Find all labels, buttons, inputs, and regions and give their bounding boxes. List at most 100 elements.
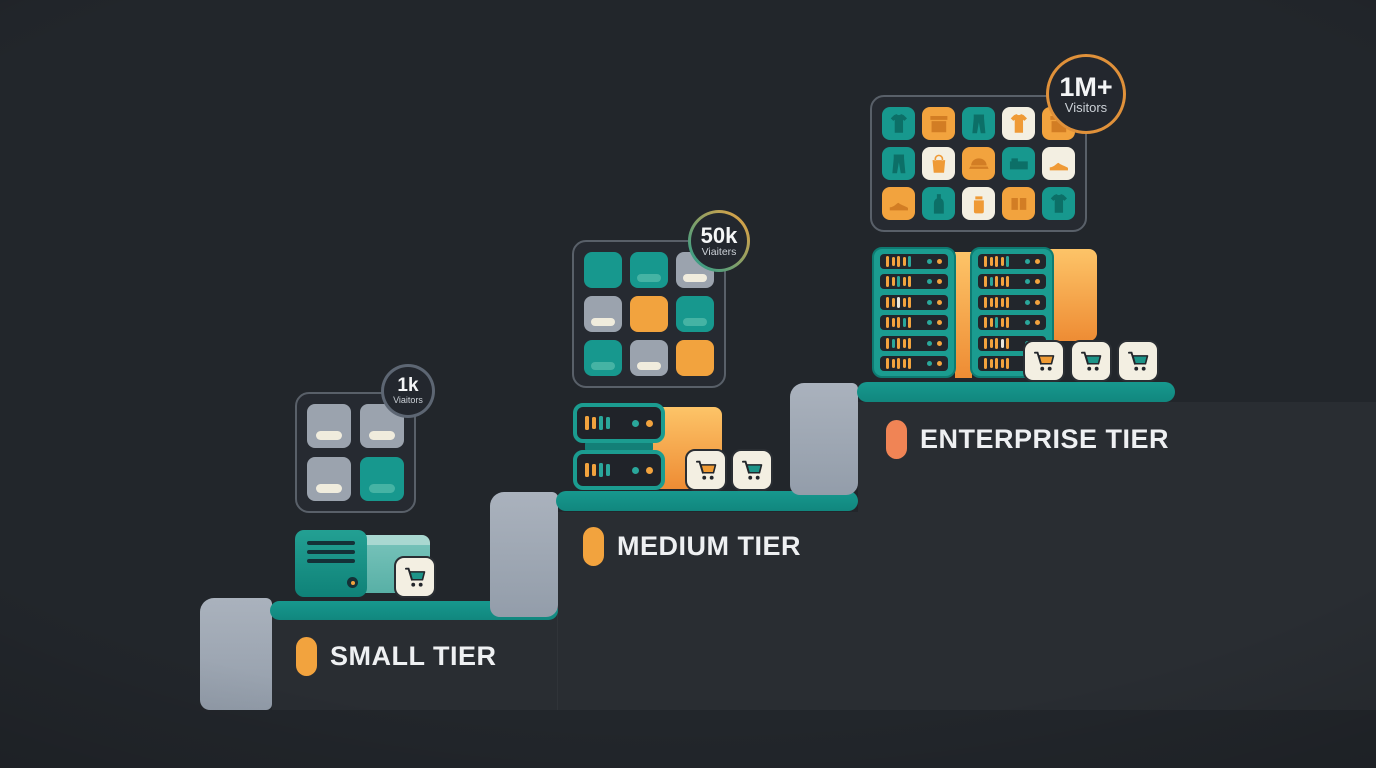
led-indicator <box>1000 277 1004 287</box>
product-tile <box>962 107 995 140</box>
led-indicator <box>891 358 895 368</box>
led-indicator <box>886 357 889 369</box>
shoe-icon <box>1049 162 1068 171</box>
visitors-count: 50k <box>700 222 738 248</box>
led-indicator <box>989 318 993 328</box>
visitors-unit: Viaitors <box>393 395 423 406</box>
led-indicator <box>585 416 589 430</box>
product-tile <box>584 340 622 376</box>
led-indicator <box>984 296 987 308</box>
led-indicator <box>891 318 895 328</box>
step-riser-medium <box>490 492 558 617</box>
led-indicator <box>891 257 895 266</box>
led-indicator <box>886 317 889 329</box>
led-indicator <box>995 256 998 267</box>
led-indicator <box>995 317 998 329</box>
server-rack-icon <box>872 247 956 378</box>
status-dot <box>926 299 932 305</box>
led-indicator <box>995 337 998 349</box>
product-tile <box>962 147 995 180</box>
shopping-cart-icon <box>731 449 773 491</box>
led-indicator <box>897 256 900 267</box>
server-stack-connector <box>585 441 653 452</box>
led-indicator <box>1006 296 1009 308</box>
status-dot <box>1035 279 1040 285</box>
product-tile <box>882 147 915 180</box>
status-dot <box>1035 259 1040 264</box>
product-tile <box>630 340 668 376</box>
led-indicator <box>606 417 610 429</box>
server-unit <box>880 355 948 371</box>
led-indicator <box>1006 337 1009 349</box>
led-indicator <box>995 276 998 288</box>
led-indicator <box>599 463 603 477</box>
tshirt-icon <box>890 113 907 133</box>
led-indicator <box>886 256 889 267</box>
visitors-unit: Viaiters <box>701 246 737 259</box>
server-unit <box>880 254 948 269</box>
status-dot <box>937 299 942 305</box>
led-indicator <box>908 317 911 329</box>
step-riser-small <box>200 598 272 710</box>
led-indicator <box>1006 256 1009 267</box>
cart-glyph <box>741 460 762 480</box>
status-dot <box>926 259 932 264</box>
visitors-badge-enterprise: 1M+ Visitors <box>1046 54 1126 134</box>
led-indicator <box>897 296 900 308</box>
product-label-pill <box>316 484 342 493</box>
product-label-pill <box>369 431 395 440</box>
server-vent-line <box>307 541 355 545</box>
led-indicator <box>1000 257 1004 266</box>
visitors-badge-face: 1k Viaitors <box>384 367 432 415</box>
led-indicator <box>1000 318 1004 328</box>
platform-medium <box>556 491 858 511</box>
shopping-cart-icon <box>1023 340 1065 382</box>
pants-icon <box>891 154 906 173</box>
status-dot <box>1035 320 1040 326</box>
product-tile <box>630 296 668 332</box>
led-indicator <box>908 337 911 349</box>
product-label-pill <box>637 362 661 370</box>
product-tile <box>584 296 622 332</box>
status-dot <box>646 466 653 474</box>
tier-name: ENTERPRISE TIER <box>920 424 1170 454</box>
product-tile <box>882 107 915 140</box>
status-dot <box>937 320 942 326</box>
server-unit-icon <box>573 403 665 443</box>
platform-small <box>270 601 558 620</box>
product-tile <box>922 107 955 140</box>
visitors-unit: Visitors <box>1064 100 1108 116</box>
cart-glyph <box>1127 351 1148 371</box>
status-dot <box>1024 259 1030 264</box>
server-unit-icon <box>573 450 665 490</box>
product-tile <box>922 187 955 220</box>
led-indicator <box>989 338 993 348</box>
platform-enterprise <box>857 382 1175 402</box>
led-indicator <box>886 337 889 349</box>
status-dot <box>632 419 639 427</box>
tier-name: MEDIUM TIER <box>617 531 801 561</box>
product-grid-card-small <box>295 392 416 513</box>
led-indicator <box>1006 357 1009 369</box>
server-unit <box>880 335 948 351</box>
server-icon <box>295 530 367 597</box>
status-dot <box>926 340 932 346</box>
led-indicator <box>891 338 895 348</box>
status-dot <box>937 360 942 366</box>
tier-bullet-icon <box>296 637 317 676</box>
status-dot <box>926 360 932 366</box>
status-dot <box>937 340 942 346</box>
led-indicator <box>984 337 987 349</box>
led-indicator <box>989 257 993 266</box>
product-tile <box>676 340 714 376</box>
shopping-cart-icon <box>685 449 727 491</box>
led-indicator <box>585 463 589 477</box>
led-indicator <box>891 297 895 307</box>
led-indicator <box>897 357 900 369</box>
shopping-cart-icon <box>1070 340 1112 382</box>
product-tile <box>1002 107 1035 140</box>
led-indicator <box>592 417 596 429</box>
led-indicator <box>902 277 906 287</box>
product-tile <box>1042 147 1075 180</box>
